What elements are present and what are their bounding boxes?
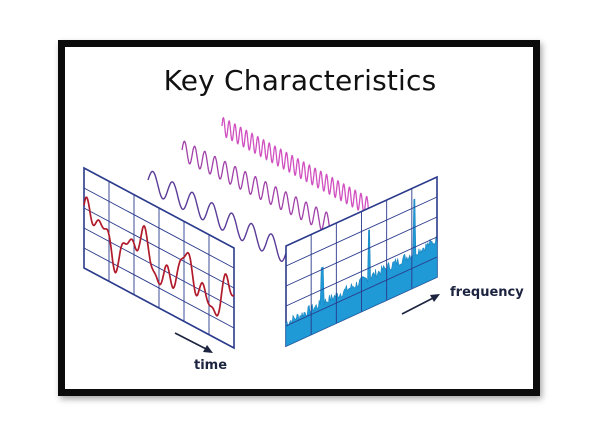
time-arrow-icon <box>174 332 213 353</box>
time-domain-signal <box>83 196 235 317</box>
grid-line <box>285 236 438 307</box>
frequency-arrow-icon <box>401 294 440 315</box>
slide-title: Key Characteristics <box>163 64 437 97</box>
frequency-domain-panel <box>285 175 438 348</box>
wave-mid-frequency <box>181 140 335 236</box>
frequency-panel-grid <box>285 188 438 335</box>
grid-line <box>83 247 235 329</box>
time-domain-panel <box>83 166 235 350</box>
grid-line <box>285 216 438 287</box>
grid-line <box>83 227 235 309</box>
frequency-axis-label: frequency <box>450 285 524 300</box>
wave-low-frequency <box>147 170 297 262</box>
grid-line <box>83 207 235 289</box>
grid-line <box>285 196 438 267</box>
wave-high-frequency <box>221 116 372 218</box>
time-panel-grid <box>83 181 235 335</box>
grid-line <box>83 187 235 269</box>
time-axis-label: time <box>194 358 228 373</box>
grid-line <box>285 256 438 327</box>
component-waves <box>147 116 372 262</box>
